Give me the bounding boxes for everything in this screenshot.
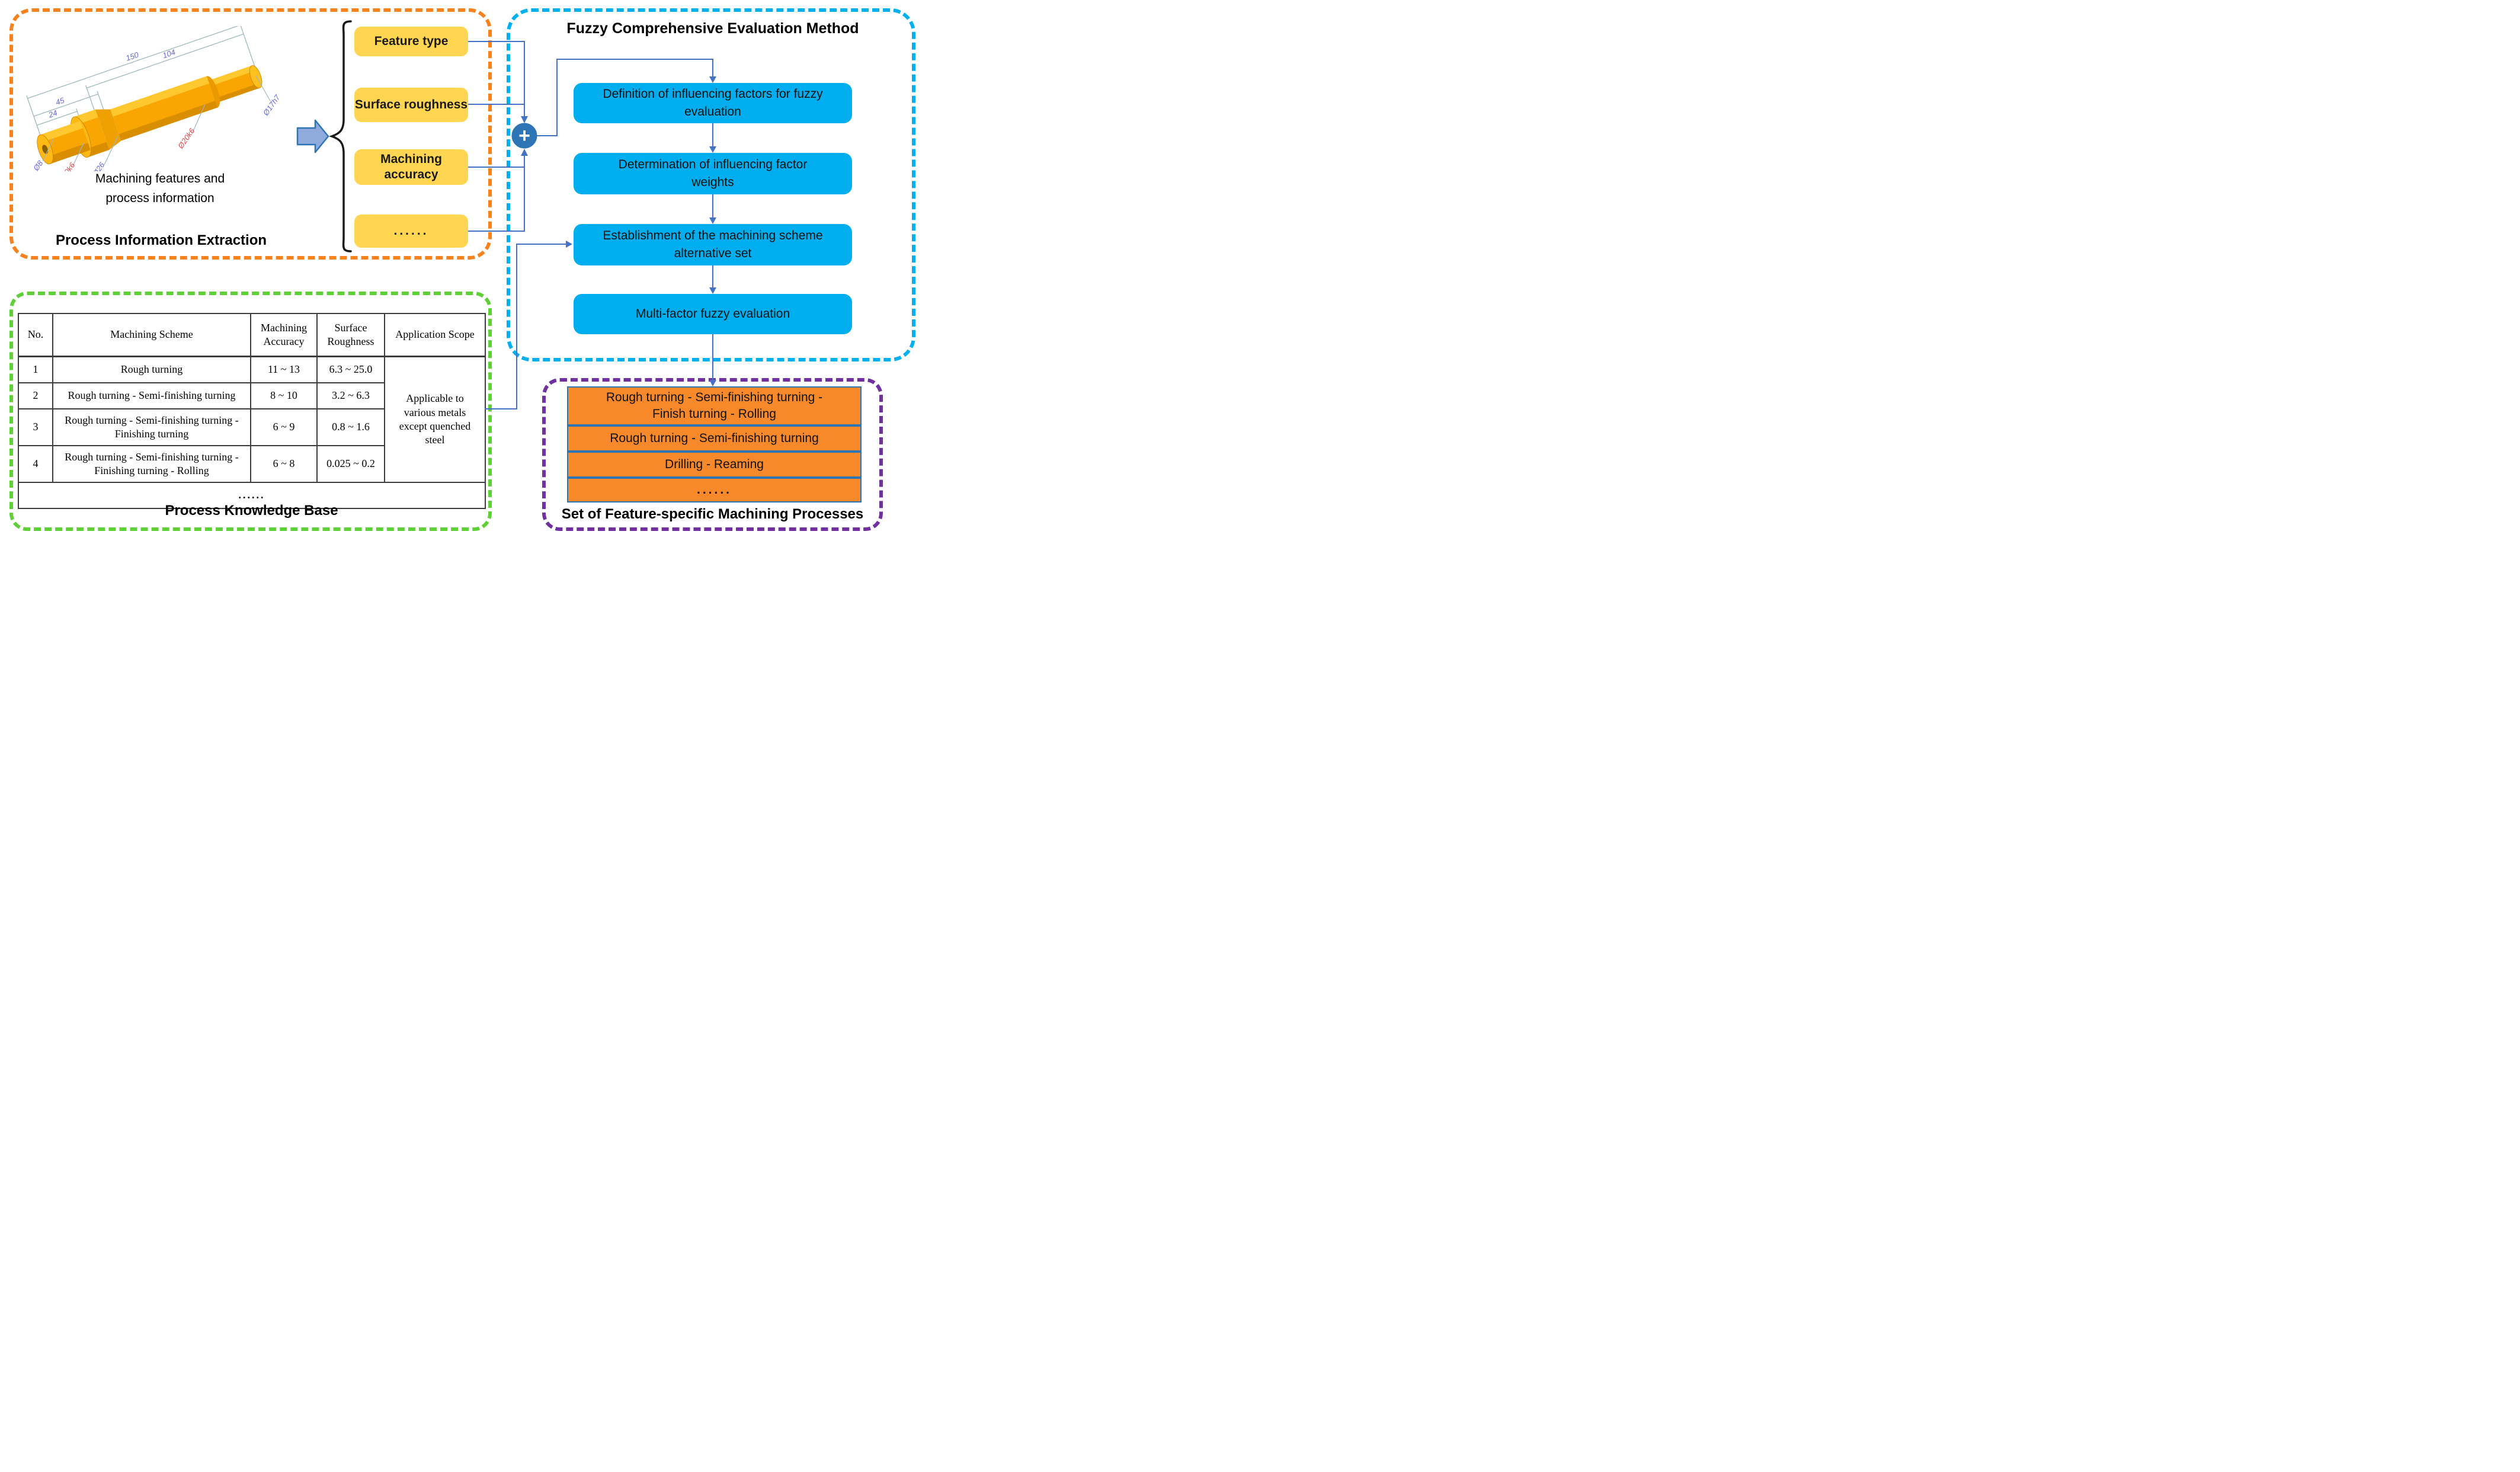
step-label: Multi-factor fuzzy evaluation xyxy=(635,306,790,321)
block-arrow-right-icon xyxy=(296,119,329,153)
length-dimension-labels: 150 104 45 24 xyxy=(47,47,177,120)
cell-application-scope: Applicable to various metals except quen… xyxy=(384,356,486,483)
process-knowledge-base-label: Process Knowledge Base xyxy=(165,503,338,519)
header-machining-scheme: Machining Scheme xyxy=(52,313,251,357)
result-row-ellipsis: ...... xyxy=(567,478,862,503)
result-label: Rough turning - Semi-finishing turning -… xyxy=(606,390,823,421)
result-label: ...... xyxy=(696,482,732,497)
result-set-label: Set of Feature-specific Machining Proces… xyxy=(561,506,864,522)
result-label: Drilling - Reaming xyxy=(665,457,764,471)
step-establish-alternative-set: Establishment of the machining scheme al… xyxy=(574,224,852,265)
process-knowledge-base-frame xyxy=(9,292,492,531)
shaft-caption: Machining features and process informati… xyxy=(65,169,255,208)
caption-line-2: process information xyxy=(105,191,214,205)
dim-104-label: 104 xyxy=(161,47,176,60)
factor-box-ellipsis: ...... xyxy=(354,215,468,248)
cell-no: 4 xyxy=(18,445,53,483)
machined-shaft-3d-image: 150 104 45 24 xyxy=(26,26,282,171)
result-row-1: Rough turning - Semi-finishing turning -… xyxy=(567,386,862,425)
header-no: No. xyxy=(18,313,53,357)
curly-brace xyxy=(328,20,352,252)
dim-150-label: 150 xyxy=(124,50,140,62)
header-application-scope: Application Scope xyxy=(384,313,486,357)
table-header-row: No. Machining Scheme Machining Accuracy … xyxy=(18,313,486,357)
factor-box-feature-type: Feature type xyxy=(354,27,468,56)
shaft-solids xyxy=(37,65,262,165)
diameter-leader-lines xyxy=(42,75,271,168)
step-label: Definition of influencing factors for fu… xyxy=(603,87,823,119)
cell-no: 1 xyxy=(18,356,53,383)
header-machining-accuracy: Machining Accuracy xyxy=(250,313,318,357)
result-label: Rough turning - Semi-finishing turning xyxy=(610,431,819,445)
diagram-canvas: 150 104 45 24 xyxy=(0,0,929,543)
table-row: 2 Rough turning - Semi-finishing turning… xyxy=(18,382,485,409)
cell-roughness: 6.3 ~ 25.0 xyxy=(316,356,385,383)
cell-scheme: Rough turning - Semi-finishing turning -… xyxy=(52,445,251,483)
factor-label: Machining accuracy xyxy=(380,152,442,181)
dim-45-label: 45 xyxy=(55,95,66,107)
factor-label: Surface roughness xyxy=(354,97,468,111)
step-label: Determination of influencing factor weig… xyxy=(618,157,808,189)
process-information-extraction-frame xyxy=(9,8,492,260)
cell-accuracy: 6 ~ 9 xyxy=(250,408,318,446)
cell-roughness: 0.8 ~ 1.6 xyxy=(316,408,385,446)
dim-d20k6-right-label: Ø20k6 xyxy=(176,126,197,151)
fuzzy-method-title: Fuzzy Comprehensive Evaluation Method xyxy=(566,20,859,37)
cell-no: 2 xyxy=(18,382,53,409)
cell-no: 3 xyxy=(18,408,53,446)
factor-box-surface-roughness: Surface roughness xyxy=(354,88,468,122)
factor-label: Feature type xyxy=(374,34,449,48)
cell-ellipsis: ...... xyxy=(18,482,486,509)
table-row: 4 Rough turning - Semi-finishing turning… xyxy=(18,445,485,483)
cell-accuracy: 11 ~ 13 xyxy=(250,356,318,383)
factor-box-machining-accuracy: Machining accuracy xyxy=(354,149,468,185)
step-define-factors: Definition of influencing factors for fu… xyxy=(574,83,852,123)
table-ellipsis-row: ...... xyxy=(18,482,486,509)
process-information-extraction-label: Process Information Extraction xyxy=(55,232,267,248)
table-row: 3 Rough turning - Semi-finishing turning… xyxy=(18,408,485,446)
cell-accuracy: 6 ~ 8 xyxy=(250,445,318,483)
table-row: 1 Rough turning 11 ~ 13 6.3 ~ 25.0 Appli… xyxy=(18,356,486,483)
shaft-rotated-group: 150 104 45 24 xyxy=(26,26,262,165)
header-surface-roughness: Surface Roughness xyxy=(316,313,385,357)
cell-roughness: 3.2 ~ 6.3 xyxy=(316,382,385,409)
cell-scheme: Rough turning - Semi-finishing turning xyxy=(52,382,251,409)
result-row-3: Drilling - Reaming xyxy=(567,452,862,478)
caption-line-1: Machining features and xyxy=(95,172,225,185)
knowledge-base-table: No. Machining Scheme Machining Accuracy … xyxy=(18,313,486,509)
dim-d17h7-label: Ø17h7 xyxy=(261,93,282,118)
result-row-2: Rough turning - Semi-finishing turning xyxy=(567,425,862,452)
dim-24-label: 24 xyxy=(47,108,59,120)
cell-accuracy: 8 ~ 10 xyxy=(250,382,318,409)
step-multifactor-evaluation: Multi-factor fuzzy evaluation xyxy=(574,294,852,334)
cell-scheme: Rough turning - Semi-finishing turning -… xyxy=(52,408,251,446)
cell-scheme: Rough turning xyxy=(52,356,251,383)
step-determine-weights: Determination of influencing factor weig… xyxy=(574,153,852,194)
factor-label: ...... xyxy=(393,223,429,238)
step-label: Establishment of the machining scheme al… xyxy=(603,228,823,260)
cell-roughness: 0.025 ~ 0.2 xyxy=(316,445,385,483)
